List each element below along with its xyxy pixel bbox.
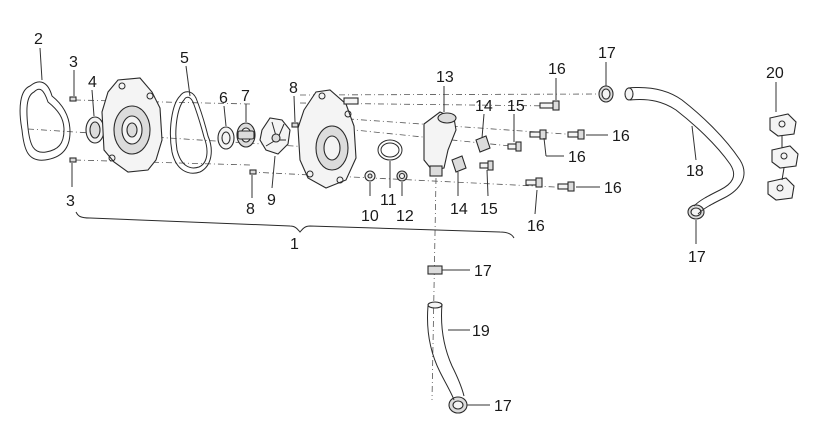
callout-17: 17 — [688, 249, 706, 266]
part-18-hose — [624, 87, 745, 215]
part-3-pin-bottom — [69, 157, 77, 163]
callout-12: 12 — [396, 208, 414, 225]
callout-17: 17 — [598, 45, 616, 62]
callout-18: 18 — [686, 163, 704, 180]
callout-numbers: 2 3 3 4 5 6 7 8 8 9 10 11 12 13 14 14 15… — [34, 31, 784, 415]
callout-4: 4 — [88, 74, 97, 91]
callout-6: 6 — [219, 90, 228, 107]
part-16-bolt-a — [539, 100, 560, 111]
stud — [343, 97, 359, 105]
callout-16: 16 — [612, 128, 630, 145]
part-4-oil-seal — [85, 116, 105, 144]
part-16-bolt-d — [557, 181, 575, 192]
assembly-bracket-1 — [75, 211, 515, 239]
callout-19: 19 — [472, 323, 490, 340]
part-2-gasket — [19, 81, 71, 161]
part-8-pin-top — [291, 122, 299, 128]
part-16-bolt-c — [529, 129, 547, 140]
part-9-impeller — [259, 117, 291, 155]
callout-16: 16 — [568, 149, 586, 166]
pump-cover — [297, 89, 357, 189]
callout-10: 10 — [361, 208, 379, 225]
part-16-bolt-e — [525, 177, 543, 188]
part-16-bolt-b — [567, 129, 585, 140]
part-15-bolt-top — [507, 141, 522, 152]
part-17-clamp-top — [598, 85, 614, 103]
callout-16: 16 — [604, 180, 622, 197]
callout-8: 8 — [246, 201, 255, 218]
part-7-mechanical-seal — [236, 122, 256, 148]
callout-9: 9 — [267, 192, 276, 209]
callout-14: 14 — [475, 98, 493, 115]
part-8-pin-bottom — [249, 169, 257, 175]
part-17-clamp-mid — [427, 265, 443, 275]
part-5-gasket — [169, 91, 212, 174]
callout-15: 15 — [480, 201, 498, 218]
callout-5: 5 — [180, 50, 189, 67]
callout-16: 16 — [527, 218, 545, 235]
callout-14: 14 — [450, 201, 468, 218]
part-12-bolt — [396, 170, 408, 182]
part-11-o-ring — [377, 139, 403, 161]
callout-17: 17 — [474, 263, 492, 280]
part-3-pin-top — [69, 96, 77, 102]
part-17-clamp-right — [687, 204, 705, 220]
callout-17: 17 — [494, 398, 512, 415]
part-15-bolt-bottom — [479, 160, 494, 171]
callout-15: 15 — [507, 98, 525, 115]
callout-7: 7 — [241, 88, 250, 105]
part-10-washer — [364, 170, 376, 182]
pump-housing — [101, 77, 163, 173]
part-14-clip-top — [475, 135, 491, 153]
leader-lines — [39, 47, 777, 406]
part-14-clip-bottom — [451, 155, 467, 173]
callout-16: 16 — [548, 61, 566, 78]
callout-13: 13 — [436, 69, 454, 86]
callout-3: 3 — [66, 193, 75, 210]
part-20-bracket — [767, 113, 799, 201]
callout-2: 2 — [34, 31, 43, 48]
part-6-washer — [217, 126, 235, 150]
callout-1: 1 — [290, 236, 299, 253]
callout-20: 20 — [766, 65, 784, 82]
part-19-hose — [427, 301, 465, 401]
callout-8: 8 — [289, 80, 298, 97]
part-13-outlet-elbow — [423, 111, 457, 177]
callout-11: 11 — [380, 192, 397, 209]
part-17-clamp-bottom — [448, 396, 468, 414]
callout-3: 3 — [69, 54, 78, 71]
